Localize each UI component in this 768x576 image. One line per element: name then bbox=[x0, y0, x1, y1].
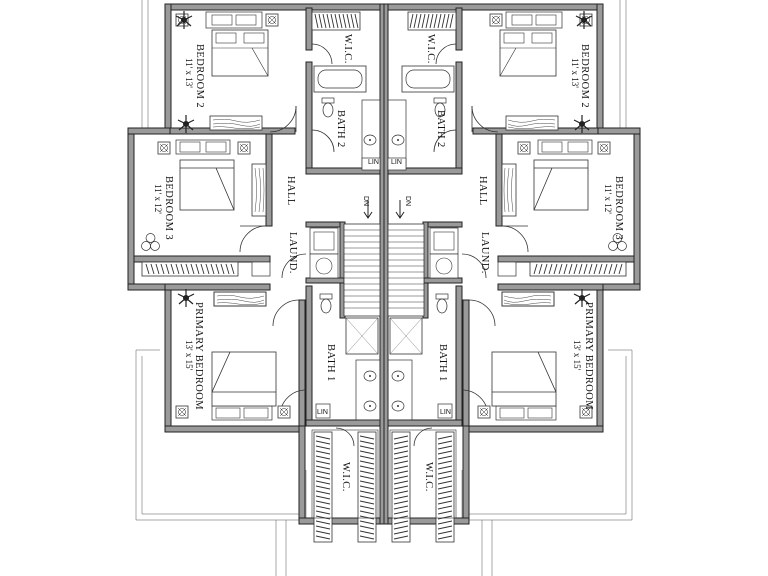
hall-label-left: HALL bbox=[285, 176, 296, 206]
wic-top-label-left: W.I.C. bbox=[342, 34, 353, 64]
lin-bath2-left: LIN bbox=[368, 159, 379, 166]
bedroom3-label-right: BEDROOM 3 bbox=[613, 176, 624, 240]
wic-bottom-label-right: W.I.C. bbox=[423, 462, 434, 492]
bedroom3-dims-right: 11' x 12' bbox=[603, 184, 613, 214]
lin-bath1-right: LIN bbox=[440, 409, 451, 416]
bath2-label-left: BATH 2 bbox=[335, 110, 346, 148]
bedroom2-dims-right: 11' x 13' bbox=[570, 58, 580, 88]
bedroom2-label-left: BEDROOM 2 bbox=[194, 44, 205, 108]
primary-dims-left: 13' x 15' bbox=[184, 340, 194, 371]
bath2-label-right: BATH 2 bbox=[435, 110, 446, 148]
bedroom3-label-left: BEDROOM 3 bbox=[163, 176, 174, 240]
labels-left: BEDROOM 2 11' x 13' BEDROOM 3 11' x 12' … bbox=[153, 34, 379, 492]
lin-bath1-left: LIN bbox=[317, 409, 328, 416]
dn-label-left: DN bbox=[362, 196, 369, 206]
bedroom2-dims-left: 11' x 13' bbox=[184, 58, 194, 88]
laund-label-left: LAUND. bbox=[287, 232, 298, 274]
bath1-label-right: BATH 1 bbox=[437, 344, 448, 382]
bath1-label-left: BATH 1 bbox=[325, 344, 336, 382]
dn-label-right: DN bbox=[404, 196, 411, 206]
bedroom3-dims-left: 11' x 12' bbox=[153, 184, 163, 214]
wic-top-label-right: W.I.C. bbox=[425, 34, 436, 64]
labels-right: BEDROOM 2 11' x 13' BEDROOM 3 11' x 12' … bbox=[391, 34, 624, 492]
primary-label-right: PRIMARY BEDROOM bbox=[583, 302, 594, 410]
primary-dims-right: 13' x 15' bbox=[572, 340, 582, 371]
unit-right bbox=[384, 0, 640, 576]
primary-label-left: PRIMARY BEDROOM bbox=[193, 302, 204, 410]
lin-bath2-right: LIN bbox=[391, 159, 402, 166]
hall-label-right: HALL bbox=[477, 176, 488, 206]
wic-bottom-label-left: W.I.C. bbox=[340, 462, 351, 492]
bedroom2-label-right: BEDROOM 2 bbox=[579, 44, 590, 108]
laund-label-right: LAUND. bbox=[479, 232, 490, 274]
